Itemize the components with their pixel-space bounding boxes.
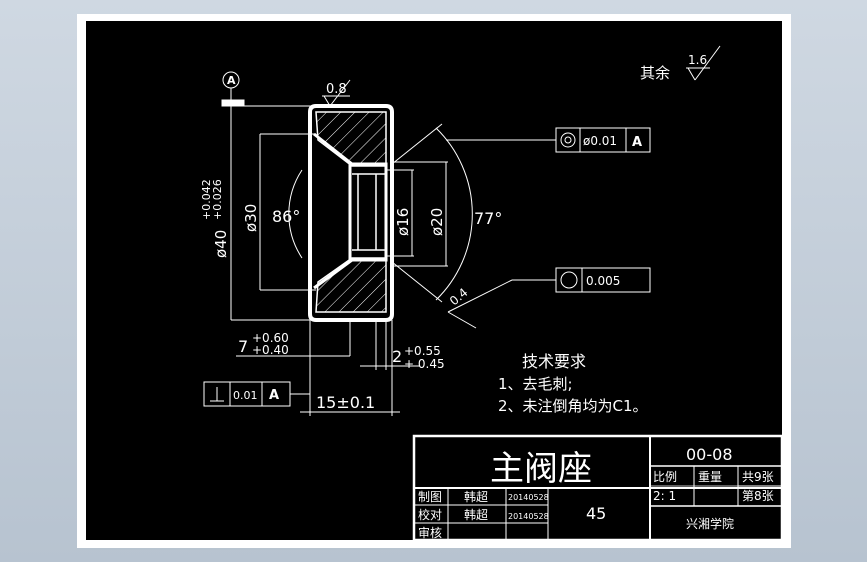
default-roughness-prefix: 其余 xyxy=(640,64,670,82)
default-roughness-value: 1.6 xyxy=(688,53,707,67)
bore-line-top xyxy=(313,132,353,166)
angle-77-label: 77° xyxy=(474,209,502,228)
section-hatch-lower xyxy=(315,257,387,313)
outer-tol-lower: +0.026 xyxy=(211,179,224,220)
total-sheets: 共9张 xyxy=(742,470,774,484)
width-label: 15±0.1 xyxy=(316,393,375,412)
datum-block xyxy=(221,99,245,107)
review-label: 审核 xyxy=(418,525,442,540)
right-tol-lower: + 0.45 xyxy=(404,357,445,371)
notes-line-1: 1、去毛刺; xyxy=(498,375,573,393)
draw-date: 20140528 xyxy=(508,493,549,502)
bore-line-bottom xyxy=(313,258,353,290)
bore-20-label: ø20 xyxy=(428,208,446,236)
sheet-number: 第8张 xyxy=(742,489,774,503)
left-depth-label: 7 xyxy=(238,337,248,356)
drawing-frame xyxy=(84,19,784,542)
title-block-text: 主阀座 00-08 比例 重量 共9张 2: 1 第8张 兴湘学院 制图 韩超 … xyxy=(418,445,774,540)
outer-diameter-label: ø40 xyxy=(212,230,230,258)
material: 45 xyxy=(586,504,606,523)
weight-label: 重量 xyxy=(698,470,722,484)
technical-notes: 技术要求 1、去毛刺; 2、未注倒角均为C1。 xyxy=(498,352,648,415)
title-block xyxy=(412,434,784,542)
left-tol-upper: +0.60 xyxy=(252,331,289,345)
scale-label: 比例 xyxy=(653,470,677,484)
roundness-icon xyxy=(560,271,578,289)
roughness-top-value: 0.8 xyxy=(326,82,347,97)
part-name: 主阀座 xyxy=(490,449,592,489)
bore-16-label: ø16 xyxy=(394,208,412,236)
datum-label: A xyxy=(227,74,236,87)
right-depth-label: 2 xyxy=(392,347,402,366)
fcf-perpendicularity: 0.01 A xyxy=(203,381,291,407)
bore-step xyxy=(348,162,388,262)
right-tol-upper: +0.55 xyxy=(404,344,441,358)
check-date: 20140528 xyxy=(508,512,549,521)
bore-30-label: ø30 xyxy=(242,204,260,232)
drawing-number: 00-08 xyxy=(686,445,733,464)
school-name: 兴湘学院 xyxy=(686,516,734,531)
roundness-value: 0.005 xyxy=(586,274,620,288)
perpendicularity-value: 0.01 xyxy=(233,389,258,402)
dimension-text: A 0.8 其余 1.6 ø40 +0.042 +0.026 ø30 ø16 ø… xyxy=(200,53,707,412)
left-tol-lower: +0.40 xyxy=(252,343,289,357)
concentricity-icon xyxy=(560,132,576,148)
part-section xyxy=(308,104,394,322)
checker-name: 韩超 xyxy=(464,507,488,522)
fcf-roundness: 0.005 xyxy=(555,267,651,293)
concentricity-datum: A xyxy=(632,135,642,150)
notes-line-2: 2、未注倒角均为C1。 xyxy=(498,397,648,415)
notes-title: 技术要求 xyxy=(522,352,586,371)
perpendicularity-datum: A xyxy=(269,388,279,403)
scale-value: 2: 1 xyxy=(653,489,676,503)
outer-tol-upper: +0.042 xyxy=(200,179,213,220)
fcf-concentricity: ø0.01 A xyxy=(555,127,651,153)
drawer-name: 韩超 xyxy=(464,489,488,504)
perpendicularity-icon xyxy=(210,387,224,402)
angle-86-label: 86° xyxy=(272,207,300,226)
concentricity-value: ø0.01 xyxy=(583,134,617,148)
dimension-lines xyxy=(221,45,721,416)
draw-label: 制图 xyxy=(418,490,442,504)
check-label: 校对 xyxy=(418,507,442,522)
